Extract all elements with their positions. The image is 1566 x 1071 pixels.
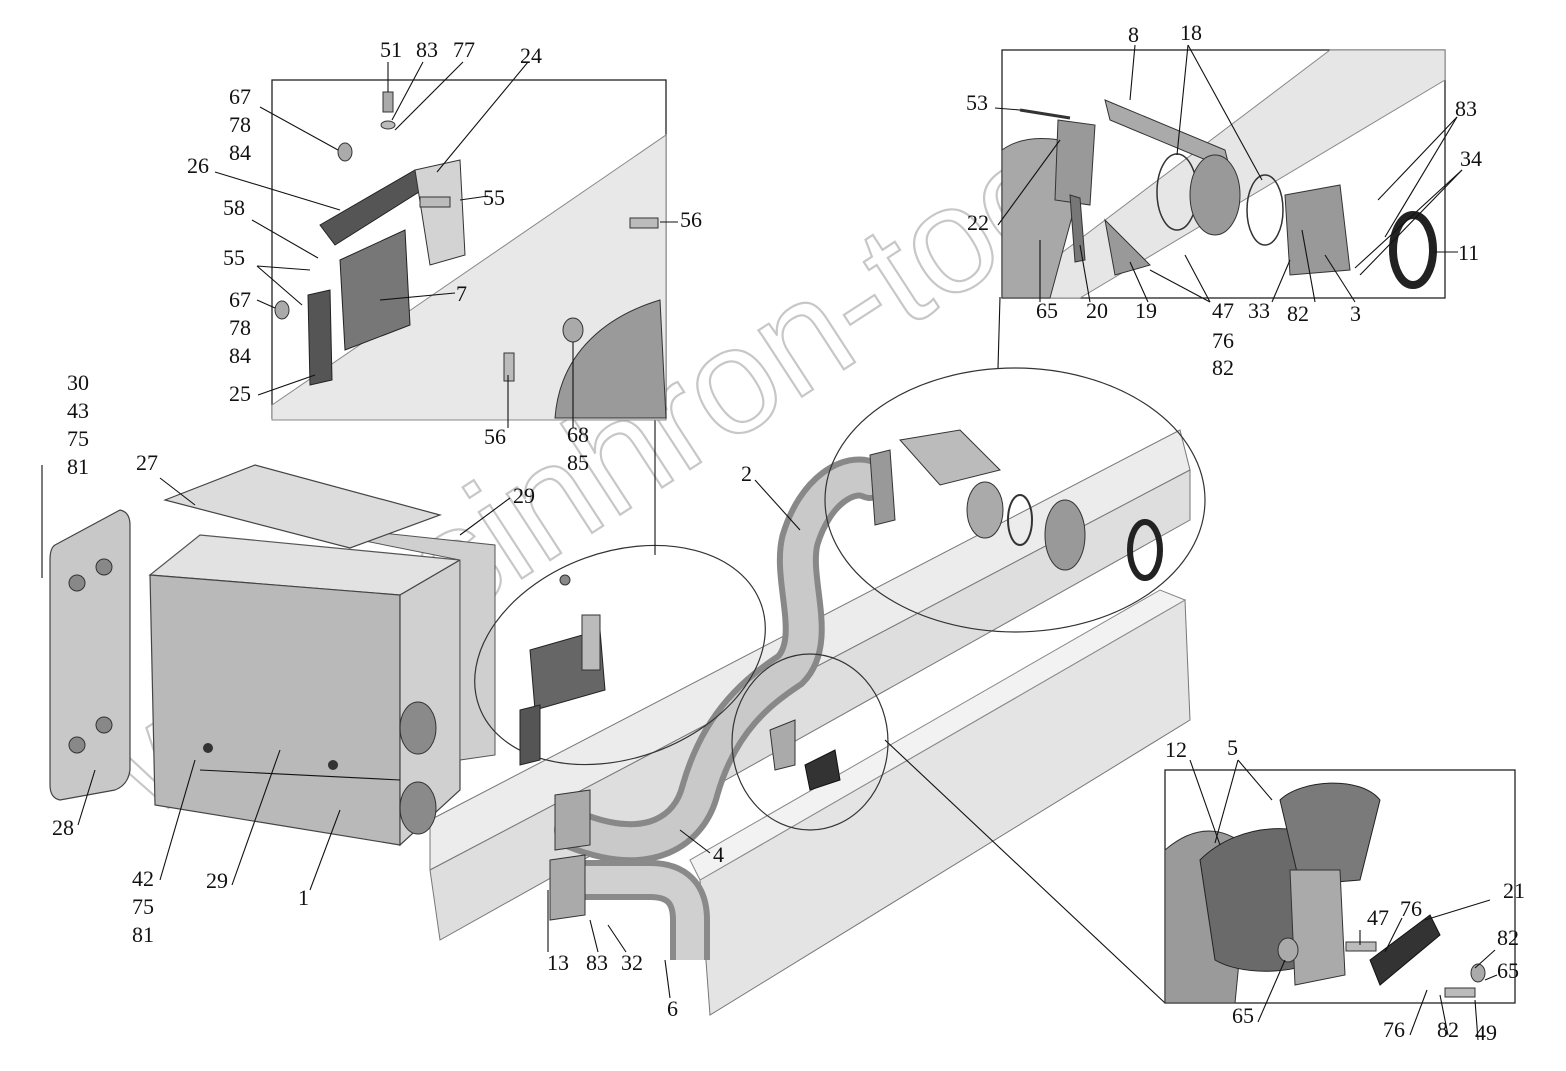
callout: 22 [967, 210, 989, 235]
callout: 21 [1503, 878, 1525, 903]
callout: 75 [132, 894, 154, 919]
callout: 27 [136, 450, 158, 475]
callout: 42 [132, 866, 154, 891]
callout: 11 [1458, 240, 1479, 265]
callout: 84 [229, 343, 251, 368]
callout: 24 [520, 43, 542, 68]
callout: 47 [1367, 905, 1389, 930]
callout: 6 [667, 996, 678, 1021]
exhaust-pipe [549, 456, 891, 960]
callout: 65 [1036, 298, 1058, 323]
callout: 81 [132, 922, 154, 947]
muffler-housing [148, 519, 496, 847]
callout: 29 [513, 483, 535, 508]
callout: 67 [229, 287, 251, 312]
callout: 82 [1497, 925, 1519, 950]
muffler-end-plate [49, 509, 131, 801]
callout: 43 [67, 398, 89, 423]
callout: 26 [187, 153, 209, 178]
callout: 76 [1212, 328, 1234, 353]
callout: 82 [1212, 355, 1234, 380]
callout: 5 [1227, 735, 1238, 760]
callout: 75 [67, 426, 89, 451]
detail-circle-upper [824, 367, 1206, 633]
callout: 13 [547, 950, 569, 975]
inset-bracket-detail [271, 79, 667, 421]
callout: 77 [453, 37, 475, 62]
callout: 29 [206, 868, 228, 893]
callout: 82 [1287, 301, 1309, 326]
leader-lines [41, 44, 1498, 1041]
callout: 4 [713, 842, 724, 867]
callout: 25 [229, 381, 251, 406]
callout: 83 [416, 37, 438, 62]
callout: 67 [229, 84, 251, 109]
detail-circle-lower [731, 653, 889, 831]
callout: 58 [223, 195, 245, 220]
callout: 81 [67, 454, 89, 479]
callout: 19 [1135, 298, 1157, 323]
callout: 47 [1212, 298, 1234, 323]
callout: 33 [1248, 298, 1270, 323]
callout: 34 [1460, 146, 1482, 171]
left-circle-parts [519, 574, 606, 766]
callout: 76 [1383, 1017, 1405, 1042]
callout: 1 [298, 885, 309, 910]
callout-labels: 51 83 77 24 67 78 84 26 55 58 56 55 67 7… [52, 20, 1525, 1045]
detail-circle-left [474, 544, 766, 766]
callout: 3 [1350, 301, 1361, 326]
callout: 2 [741, 461, 752, 486]
callout: 82 [1437, 1017, 1459, 1042]
callout: 7 [456, 281, 467, 306]
callout: 78 [229, 112, 251, 137]
callout: 76 [1400, 896, 1422, 921]
callout: 30 [67, 370, 89, 395]
callout: 53 [966, 90, 988, 115]
callout: 83 [586, 950, 608, 975]
callout: 55 [223, 245, 245, 270]
callout: 68 [567, 422, 589, 447]
lower-circle-parts [769, 719, 841, 791]
callout: 56 [680, 207, 702, 232]
upper-circle-parts [869, 429, 1163, 581]
inset-flange-detail [1000, 49, 1446, 299]
callout: 12 [1165, 737, 1187, 762]
callout: 28 [52, 815, 74, 840]
callout: 85 [567, 450, 589, 475]
callout: 83 [1455, 96, 1477, 121]
callout: 56 [484, 424, 506, 449]
callout: 51 [380, 37, 402, 62]
callout: 55 [483, 185, 505, 210]
callout: 84 [229, 140, 251, 165]
callout: 8 [1128, 22, 1139, 47]
callout: 78 [229, 315, 251, 340]
callout: 65 [1497, 958, 1519, 983]
callout: 65 [1232, 1003, 1254, 1028]
perforated-heat-shield [163, 464, 442, 549]
inset-clamp-detail [1164, 769, 1516, 1004]
callout: 20 [1086, 298, 1108, 323]
callout: 49 [1475, 1020, 1497, 1045]
callout: 18 [1180, 20, 1202, 45]
callout: 32 [621, 950, 643, 975]
